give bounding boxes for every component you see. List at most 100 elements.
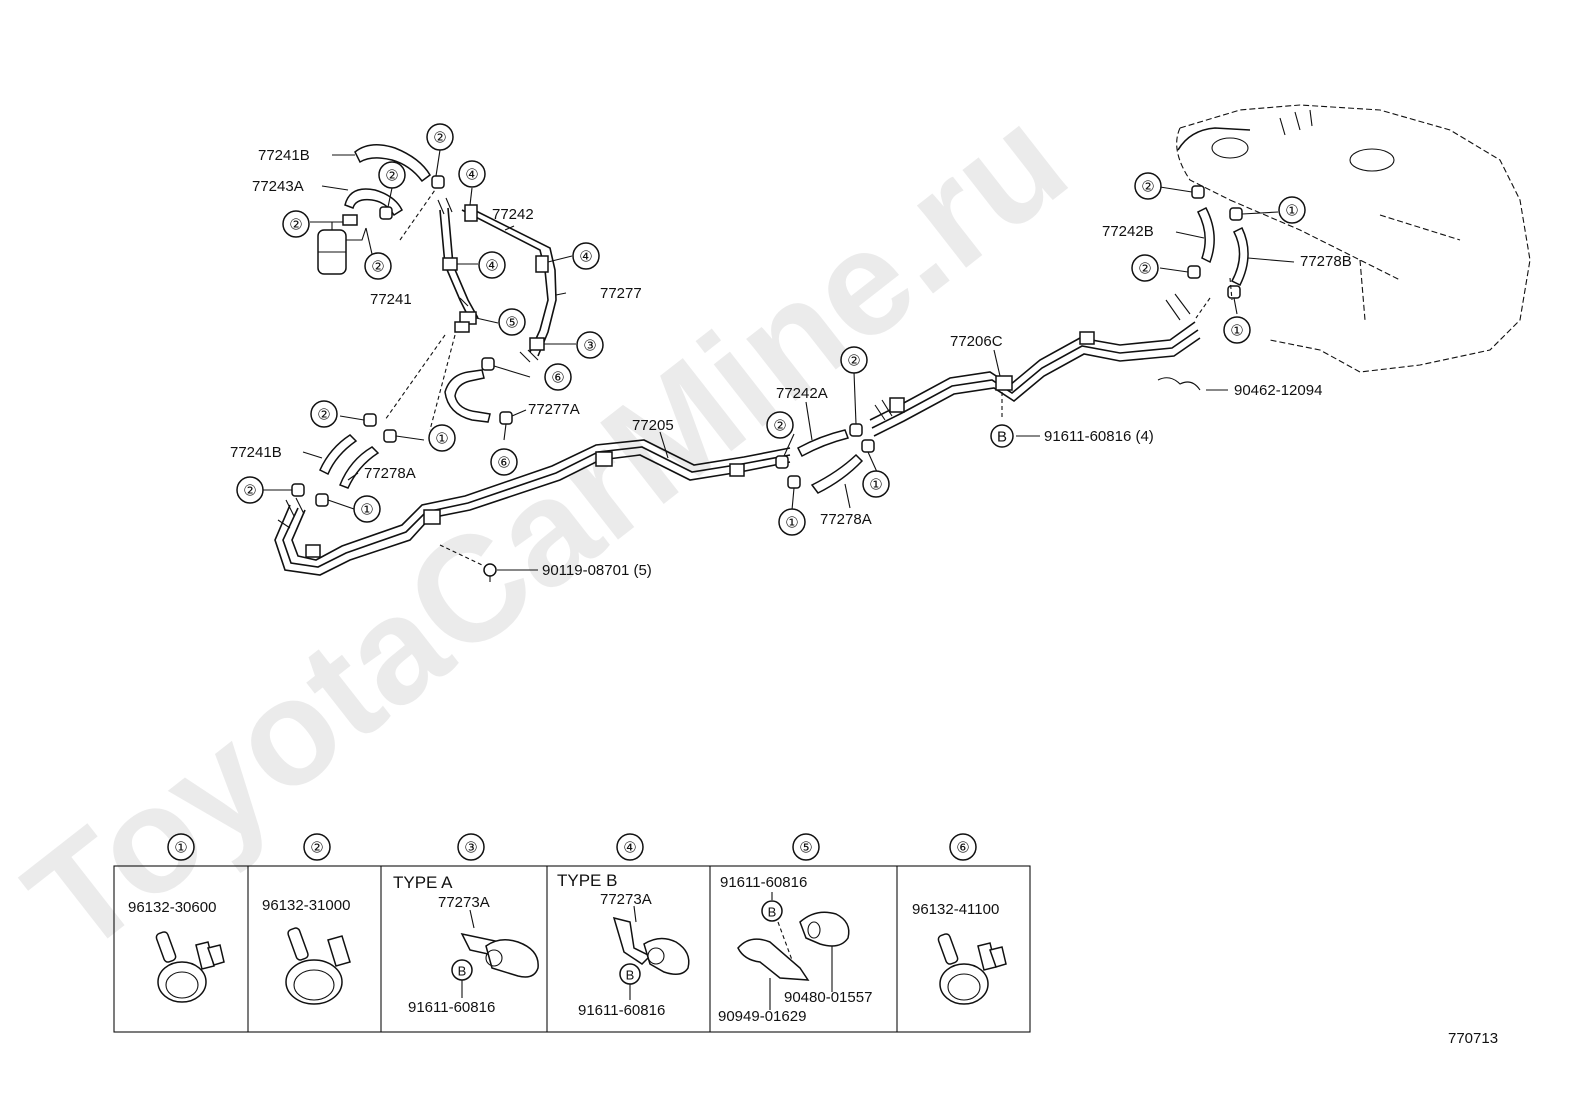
part-label: 77241B bbox=[230, 444, 282, 461]
legend-part-number: 96132-31000 bbox=[262, 897, 350, 914]
legend-part-number: 96132-41100 bbox=[912, 901, 999, 918]
legend-type-label: TYPE B bbox=[557, 871, 617, 890]
callout-circle bbox=[282, 210, 310, 238]
part-label: 77241 bbox=[370, 291, 412, 308]
legend-panel-3: ③ TYPE A 77273A B 91611-60816 bbox=[393, 833, 539, 1016]
callout-number: ② bbox=[385, 168, 398, 185]
callout-number: ④ bbox=[485, 258, 498, 275]
callout-number: ④ bbox=[465, 167, 478, 184]
callout-number: ② bbox=[773, 418, 786, 435]
legend-part-number: 77273A bbox=[438, 894, 490, 911]
legend-callout: ② bbox=[310, 840, 323, 857]
callout-circle bbox=[426, 123, 454, 151]
callout-number: ② bbox=[1138, 261, 1151, 278]
part-label: 90462-12094 bbox=[1234, 382, 1322, 399]
clamp-legend: ① 96132-30600 ② 96132-31000 ③ TYPE A 772… bbox=[113, 833, 1031, 1033]
callout-circle bbox=[572, 242, 600, 270]
callout-circle bbox=[353, 495, 381, 523]
bolt-marker-letter: B bbox=[458, 964, 467, 979]
callout-number: ② bbox=[433, 130, 446, 147]
callout-circle bbox=[1278, 196, 1306, 224]
legend-panel-4: ④ TYPE B 77273A B 91611-60816 bbox=[557, 833, 690, 1019]
part-label: 91611-60816 (4) bbox=[1044, 428, 1154, 445]
callout-circle bbox=[1131, 254, 1159, 282]
callout-circle bbox=[576, 331, 604, 359]
watermark-text: ToyotaCarMine.ru bbox=[0, 75, 1096, 986]
callout-number: ② bbox=[371, 259, 384, 276]
callout-circle bbox=[428, 424, 456, 452]
callout-circle bbox=[766, 411, 794, 439]
main-fuel-lines bbox=[274, 185, 1249, 582]
callout-circle bbox=[310, 400, 338, 428]
callout-circle bbox=[1223, 316, 1251, 344]
legend-part-number: 96132-30600 bbox=[128, 899, 216, 916]
callout-number: ⑥ bbox=[497, 455, 510, 472]
legend-type-label: TYPE A bbox=[393, 873, 453, 892]
callout-number: ② bbox=[317, 407, 330, 424]
part-label: 77206C bbox=[950, 333, 1003, 350]
callout-circle bbox=[498, 308, 526, 336]
callout-circle bbox=[458, 160, 486, 188]
canister-assembly bbox=[291, 144, 557, 507]
legend-panel-5: ⑤ 91611-60816 B 90480-01557 90949-01629 bbox=[718, 833, 872, 1025]
legend-part-number: 77273A bbox=[600, 891, 652, 908]
callout-circle bbox=[364, 252, 392, 280]
legend-callout: ⑥ bbox=[956, 840, 969, 857]
callout-circle bbox=[236, 476, 264, 504]
legend-panel-6: ⑥ 96132-41100 bbox=[912, 833, 1007, 1005]
bolt-marker-letter: B bbox=[626, 968, 635, 983]
callout-number: ① bbox=[360, 502, 373, 519]
callout-number: ② bbox=[243, 483, 256, 500]
legend-callout: ③ bbox=[464, 840, 477, 857]
leader-lines bbox=[262, 149, 1295, 571]
legend-part-number: 90949-01629 bbox=[718, 1008, 806, 1025]
callout-number: ① bbox=[1285, 203, 1298, 220]
part-label: 90119-08701 (5) bbox=[542, 562, 652, 579]
callout-circle bbox=[490, 448, 518, 476]
legend-part-number: 90480-01557 bbox=[784, 989, 872, 1006]
callout-number: ④ bbox=[579, 249, 592, 266]
part-label: 77242 bbox=[492, 206, 534, 223]
legend-part-number: 91611-60816 bbox=[408, 999, 495, 1016]
part-label: 77278A bbox=[364, 465, 416, 482]
part-label: 77277 bbox=[600, 285, 642, 302]
part-label: 77242A bbox=[776, 385, 828, 402]
callout-number: ① bbox=[869, 477, 882, 494]
callout-number: ② bbox=[289, 217, 302, 234]
callout-circle bbox=[862, 470, 890, 498]
legend-part-number: 91611-60816 bbox=[578, 1002, 665, 1019]
callout-number: ② bbox=[847, 353, 860, 370]
callout-number: ⑤ bbox=[505, 315, 518, 332]
bolt-marker-letter: B bbox=[768, 905, 777, 920]
legend-part-number: 91611-60816 bbox=[720, 874, 807, 891]
callout-circle bbox=[378, 161, 406, 189]
callout-markers: ② ② ② ② ④ ④ ④ ⑤ ③ ⑥ ⑥ ② ① ② ① ② ② ① ① ② ② ① ① bbox=[236, 123, 1306, 536]
callout-circle bbox=[544, 363, 572, 391]
callout-number: ① bbox=[785, 515, 798, 532]
callout-circle bbox=[840, 346, 868, 374]
callout-number: ① bbox=[1230, 323, 1243, 340]
callout-number: ② bbox=[1141, 179, 1154, 196]
callout-number: ① bbox=[435, 431, 448, 448]
fuel-tank bbox=[1176, 104, 1531, 373]
callout-number: ③ bbox=[583, 338, 596, 355]
legend-callout: ④ bbox=[623, 840, 636, 857]
part-label: 77205 bbox=[632, 417, 674, 434]
legend-callout: ① bbox=[174, 840, 187, 857]
legend-callout: ⑤ bbox=[799, 840, 812, 857]
figure-number: 770713 bbox=[1448, 1030, 1498, 1047]
part-label: 77242B bbox=[1102, 223, 1154, 240]
bolt-marker: B bbox=[990, 424, 1014, 448]
part-labels: 77241B 77243A 77242 77277 77241 77277A 7… bbox=[230, 147, 1352, 579]
callout-number: ⑥ bbox=[551, 370, 564, 387]
part-label: 77241B bbox=[258, 147, 310, 164]
part-label: 77243A bbox=[252, 178, 304, 195]
part-label: 77277A bbox=[528, 401, 580, 418]
legend-panel-1: ① 96132-30600 bbox=[128, 833, 225, 1003]
part-label: 77278B bbox=[1300, 253, 1352, 270]
legend-panel-2: ② 96132-31000 bbox=[262, 833, 351, 1005]
callout-circle bbox=[778, 508, 806, 536]
part-label: 77278A bbox=[820, 511, 872, 528]
bolt-marker-letter: B bbox=[997, 429, 1007, 446]
